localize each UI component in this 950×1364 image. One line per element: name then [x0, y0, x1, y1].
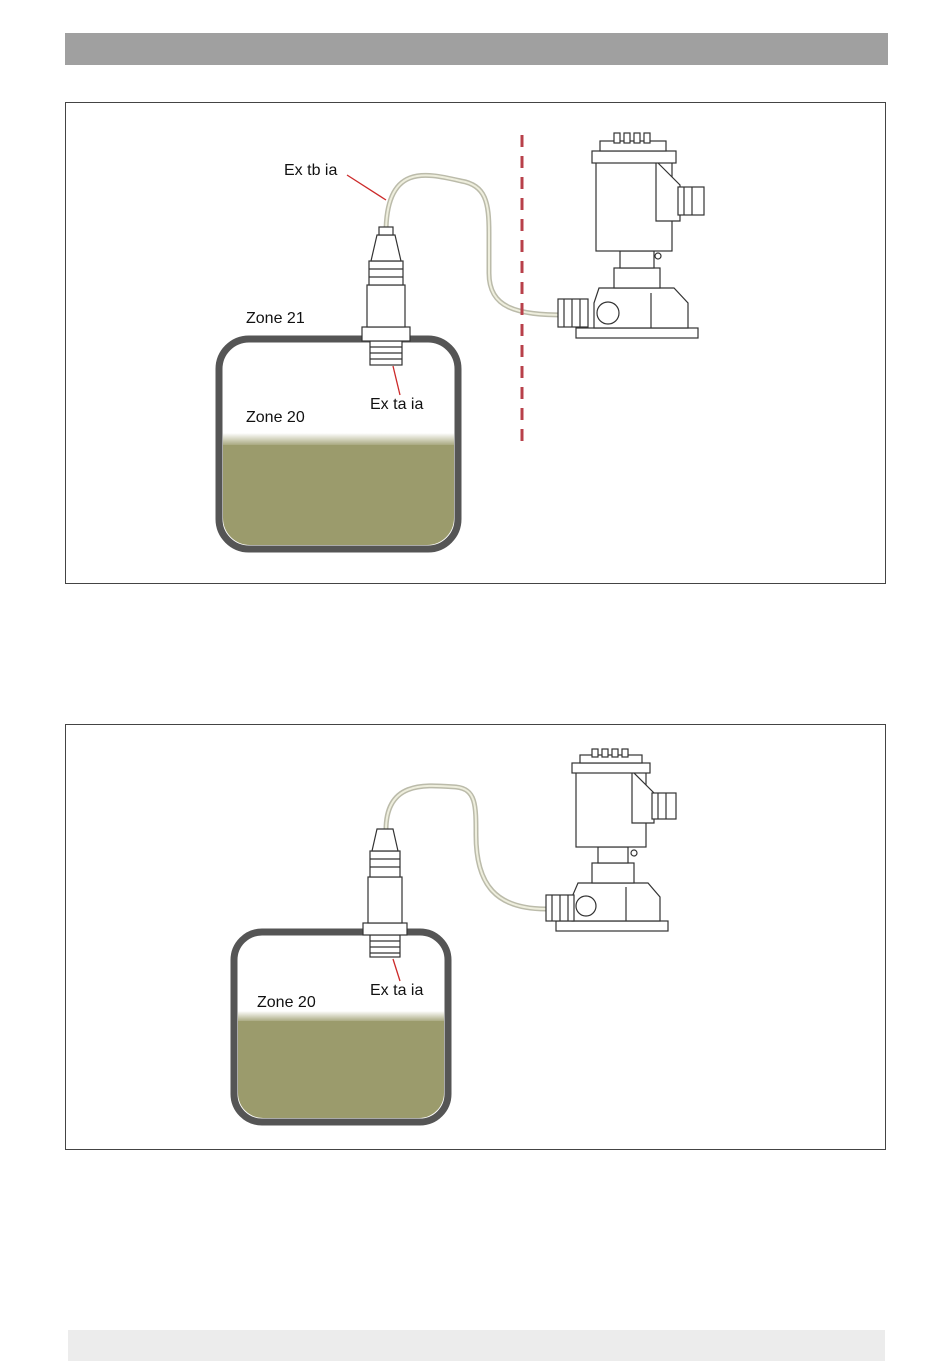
sensor-cable: [386, 786, 546, 909]
tank: [231, 932, 451, 1126]
tank-fill-material: [216, 445, 461, 555]
figure-zone20-installation: Ex ta ia Zone 20: [65, 724, 886, 1150]
label-zone-20: Zone 20: [257, 994, 316, 1011]
tank-fill-material: [231, 1021, 451, 1126]
tank: [216, 339, 461, 555]
leader-line-ex-tb-ia: [347, 175, 386, 200]
sensor-probe: [363, 829, 407, 957]
sensor-cable: [386, 175, 566, 315]
page-footer-bar: [68, 1330, 885, 1361]
label-zone-20: Zone 20: [246, 409, 305, 426]
transmitter-housing: [546, 749, 676, 931]
label-ex-ta-ia: Ex ta ia: [370, 982, 423, 999]
label-zone-21: Zone 21: [246, 310, 305, 327]
transmitter-housing: [558, 133, 704, 338]
label-ex-ta-ia: Ex ta ia: [370, 396, 423, 413]
figure-zone21-installation: Ex tb ia Zone 21 Ex ta ia Zone 20: [65, 102, 886, 584]
diagram-svg: Ex ta ia Zone 20: [66, 725, 887, 1151]
page-header-bar: [65, 33, 888, 65]
label-ex-tb-ia: Ex tb ia: [284, 162, 337, 179]
diagram-svg: Ex tb ia Zone 21 Ex ta ia Zone 20: [66, 103, 887, 585]
